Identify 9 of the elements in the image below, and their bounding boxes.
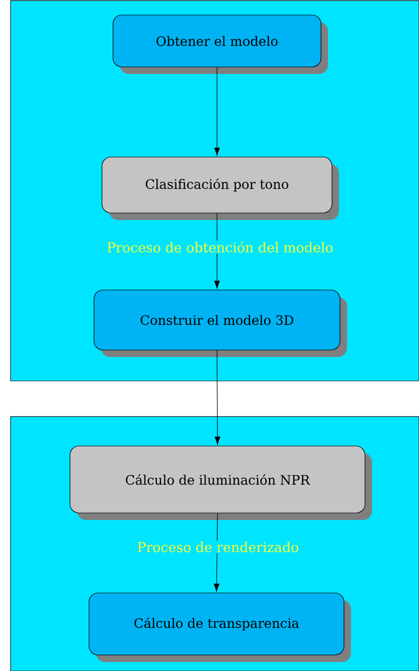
process-box: Cálculo de iluminación NPR — [70, 446, 372, 520]
panel-title: Proceso de renderizado — [136, 540, 300, 554]
process-box: Cálculo de transparencia — [88, 592, 351, 662]
process-box: Construir el modelo 3D — [94, 290, 347, 357]
arrow — [214, 350, 220, 445]
arrow — [214, 67, 220, 156]
panel-title: Proceso de obtención del modelo — [106, 240, 334, 254]
process-box: Clasificación por tono — [102, 156, 339, 220]
process-box: Obtener el modelo — [112, 14, 328, 74]
